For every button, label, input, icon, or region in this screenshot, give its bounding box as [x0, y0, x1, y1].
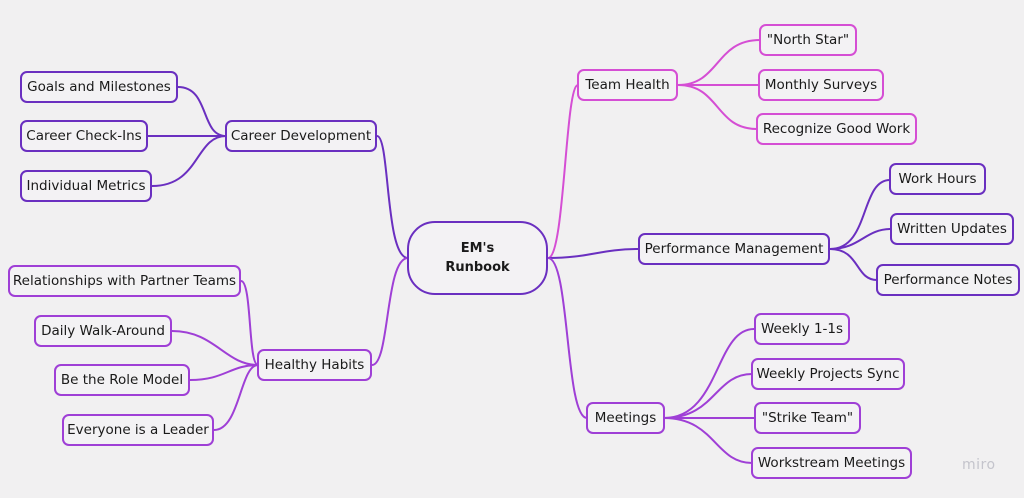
leaf-goals-and-milestones[interactable]: Goals and Milestones	[20, 71, 178, 103]
leaf-recognize-good-work[interactable]: Recognize Good Work	[756, 113, 917, 145]
leaf-career-check-ins[interactable]: Career Check-Ins	[20, 120, 148, 152]
leaf-daily-walk-around[interactable]: Daily Walk-Around	[34, 315, 172, 347]
link-root-team-health	[547, 84, 579, 259]
root-title-line1: EM's	[460, 241, 495, 256]
branch-team-health[interactable]: Team Health	[577, 69, 678, 101]
branch-healthy-habits[interactable]: Healthy Habits	[257, 349, 372, 381]
link-meetings-0	[663, 328, 755, 419]
leaf-weekly-projects-sync[interactable]: Weekly Projects Sync	[751, 358, 905, 390]
link-meetings-3	[663, 417, 753, 464]
miro-watermark: miro	[962, 457, 996, 473]
link-career-2	[151, 135, 227, 187]
link-team-health-2	[677, 84, 758, 130]
link-root-performance	[547, 248, 640, 259]
link-team-health-0	[677, 39, 761, 86]
link-root-meetings	[547, 257, 588, 419]
leaf-everyone-is-a-leader[interactable]: Everyone is a Leader	[62, 414, 214, 446]
link-performance-2	[829, 248, 878, 281]
leaf-performance-notes[interactable]: Performance Notes	[876, 264, 1020, 296]
leaf-be-the-role-model[interactable]: Be the Role Model	[54, 364, 190, 396]
link-root-career	[376, 135, 409, 259]
link-habits-1	[171, 330, 259, 366]
leaf-work-hours[interactable]: Work Hours	[889, 163, 986, 195]
leaf-weekly-1-1s[interactable]: Weekly 1-1s	[754, 313, 850, 345]
link-habits-2	[189, 364, 259, 381]
link-career-0	[177, 86, 227, 137]
link-performance-0	[829, 179, 891, 250]
leaf-strike-team[interactable]: "Strike Team"	[754, 402, 861, 434]
branch-career-development[interactable]: Career Development	[225, 120, 377, 152]
root-title-line2: Runbook	[445, 260, 510, 275]
leaf-written-updates[interactable]: Written Updates	[890, 213, 1014, 245]
link-root-habits	[371, 257, 409, 366]
leaf-north-star[interactable]: "North Star"	[759, 24, 857, 56]
leaf-monthly-surveys[interactable]: Monthly Surveys	[758, 69, 884, 101]
branch-meetings[interactable]: Meetings	[586, 402, 665, 434]
link-meetings-1	[663, 373, 753, 419]
link-habits-3	[213, 364, 259, 431]
link-habits-0	[240, 280, 259, 366]
link-performance-1	[829, 228, 892, 250]
branch-performance-management[interactable]: Performance Management	[638, 233, 830, 265]
root-node[interactable]: EM's Runbook	[407, 221, 548, 295]
leaf-individual-metrics[interactable]: Individual Metrics	[20, 170, 152, 202]
leaf-relationships-partner-teams[interactable]: Relationships with Partner Teams	[8, 265, 241, 297]
leaf-workstream-meetings[interactable]: Workstream Meetings	[751, 447, 912, 479]
